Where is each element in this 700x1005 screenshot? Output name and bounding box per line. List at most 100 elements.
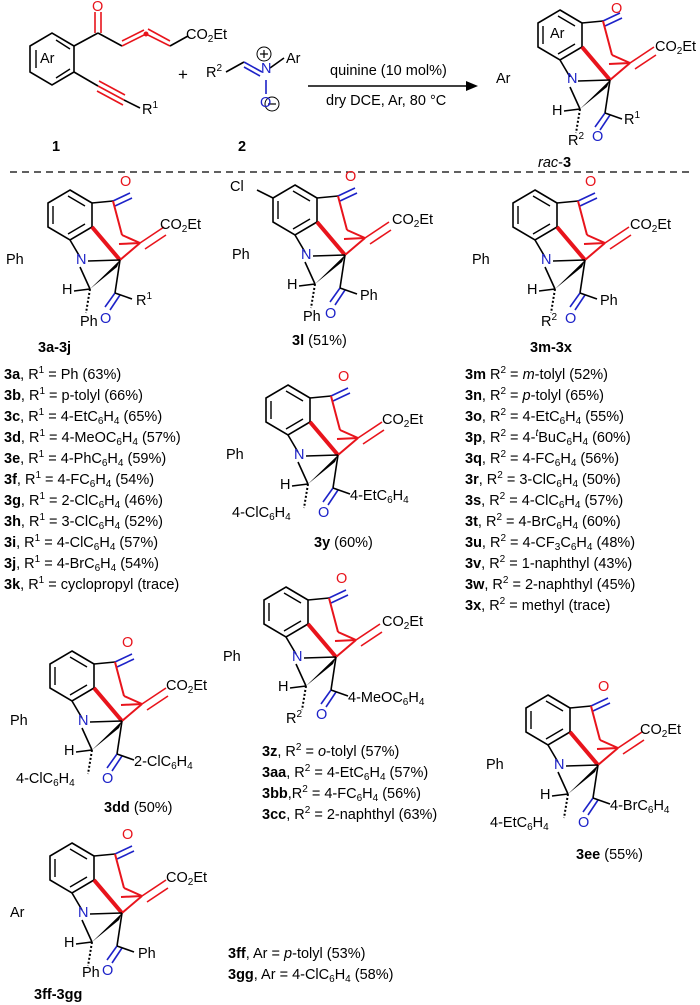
3m-3x-label: 3m-3x — [530, 340, 572, 356]
entry-3x: 3x, R2 = methyl (trace) — [465, 596, 611, 615]
reagent-2-label: 2 — [238, 139, 247, 155]
entry-3e: 3e, R1 = 4-PhC6H4 (59%) — [4, 449, 167, 469]
3z-acyl-o: O — [316, 707, 328, 723]
product-ar: Ar — [496, 71, 511, 87]
3ee-ester: CO2Et — [640, 722, 682, 740]
series-3ff-3gg-list: 3ff, Ar = p-tolyl (53%) 3gg, Ar = 4-ClC6… — [228, 944, 393, 986]
entry-3b: 3b, R1 = p-tolyl (66%) — [4, 386, 143, 405]
reagent-1-label: 1 — [52, 139, 61, 155]
entry-3ff: 3ff, Ar = p-tolyl (53%) — [228, 946, 366, 962]
entry-3cc: 3cc, R2 = 2-naphthyl (63%) — [262, 805, 438, 824]
entry-3t: 3t, R2 = 4-BrC6H4 (60%) — [465, 512, 621, 532]
entry-3v: 3v, R2 = 1-naphthyl (43%) — [465, 554, 633, 573]
entry-3w: 3w, R2 = 2-naphthyl (45%) — [465, 575, 636, 594]
entry-3j: 3j, R1 = 4-BrC6H4 (54%) — [4, 554, 159, 574]
3m-ph-n: Ph — [472, 252, 490, 268]
3y-acyl-o: O — [318, 505, 330, 521]
3ee-h: H — [540, 787, 551, 803]
3ff-h: H — [64, 935, 75, 951]
reaction-arrow — [308, 81, 478, 91]
3ee-oxo: O — [598, 679, 610, 695]
3m-ester: CO2Et — [630, 217, 672, 235]
product-ester: CO2Et — [655, 39, 697, 57]
3l-ph-n: Ph — [232, 247, 250, 263]
entry-3o: 3o, R2 = 4-EtC6H4 (55%) — [465, 407, 624, 427]
3ee-acyl-o: O — [578, 815, 590, 831]
3l-h: H — [287, 277, 298, 293]
3a-h: H — [62, 282, 73, 298]
entry-3k: 3k, R1 = cyclopropyl (trace) — [4, 575, 180, 594]
plus-sign: + — [178, 65, 188, 84]
entry-3r: 3r, R2 = 3-ClC6H4 (50%) — [465, 470, 621, 490]
entry-3c: 3c, R1 = 4-EtC6H4 (65%) — [4, 407, 163, 427]
entry-3f: 3f, R1 = 4-FC6H4 (54%) — [4, 470, 155, 490]
entry-3gg: 3gg, Ar = 4-ClC6H4 (58%) — [228, 967, 394, 985]
product-acyl-o: O — [592, 129, 604, 145]
conditions-catalyst: quinine (10 mol%) — [330, 63, 447, 79]
series-3a-3j-list: 3a, R1 = Ph (63%) 3b, R1 = p-tolyl (66%)… — [4, 365, 181, 596]
3dd-oxo: O — [122, 635, 134, 651]
entry-3i: 3i, R1 = 4-ClC6H4 (57%) — [4, 533, 159, 553]
3a-ph-n: Ph — [6, 252, 24, 268]
3z-acyl: 4-MeOC6H4 — [348, 690, 425, 708]
3l-oxo: O — [345, 169, 357, 185]
product-oxo: O — [611, 1, 623, 17]
reagent-2-o: O — [260, 95, 272, 111]
3dd-h: H — [64, 743, 75, 759]
3y-h: H — [280, 477, 291, 493]
3ee-ph-n: Ph — [486, 757, 504, 773]
product-h: H — [552, 103, 563, 119]
reagent-1-structure — [29, 12, 189, 109]
3y-acyl: 4-EtC6H4 — [350, 488, 409, 506]
reagent-2-r2: R2 — [206, 63, 223, 81]
3l-ester: CO2Et — [392, 212, 434, 230]
product-label: rac-3 — [538, 155, 572, 171]
entry-3a: 3a, R1 = Ph (63%) — [4, 365, 122, 384]
3ee-acyl: 4-BrC6H4 — [610, 798, 670, 816]
conditions-solvent: dry DCE, Ar, 80 °C — [326, 93, 447, 109]
3l-label: 3l (51%) — [292, 333, 347, 349]
3m-h: H — [527, 282, 538, 298]
3m-r2: R2 — [541, 312, 558, 330]
3a-3j-label: 3a-3j — [38, 340, 72, 356]
3a-ester: CO2Et — [160, 217, 202, 235]
3ff-acyl-ph: Ph — [138, 946, 156, 962]
3ee-n: N — [554, 757, 565, 773]
3l-acyl-ph: Ph — [360, 288, 378, 304]
entry-3g: 3g, R1 = 2-ClC6H4 (46%) — [4, 491, 163, 511]
3z-n: N — [292, 649, 303, 665]
3ee-aryl: 4-EtC6H4 — [490, 815, 549, 833]
3l-n: N — [301, 247, 312, 263]
3l-ph: Ph — [303, 309, 321, 325]
3dd-label: 3dd (50%) — [104, 800, 173, 816]
series-3m-3x-list: 3m R2 = m-tolyl (52%) 3n, R2 = p-tolyl (… — [465, 365, 635, 617]
3z-ester: CO2Et — [382, 614, 424, 632]
3z-oxo: O — [336, 571, 348, 587]
3y-aryl: 4-ClC6H4 — [232, 505, 291, 523]
3z-h: H — [278, 679, 289, 695]
3ee-label: 3ee (55%) — [576, 847, 643, 863]
reagent-1-ring-label: Ar — [40, 51, 55, 67]
3ff-oxo: O — [122, 827, 134, 843]
3ff-3gg-label: 3ff-3gg — [34, 987, 83, 1003]
entry-3h: 3h, R1 = 3-ClC6H4 (52%) — [4, 512, 163, 532]
product-r2: R2 — [568, 131, 585, 149]
series-3z-3cc-list: 3z, R2 = o-tolyl (57%) 3aa, R2 = 4-EtC6H… — [262, 742, 437, 826]
entry-3q: 3q, R2 = 4-FC6H4 (56%) — [465, 449, 620, 469]
3y-label: 3y (60%) — [314, 535, 373, 551]
3y-n: N — [294, 447, 305, 463]
entry-3n: 3n, R2 = p-tolyl (65%) — [465, 386, 604, 405]
3y-oxo: O — [338, 369, 350, 385]
3a-ph: Ph — [80, 314, 98, 330]
product-n: N — [567, 71, 578, 87]
3ff-acyl-o: O — [102, 963, 114, 979]
3z-ph-n: Ph — [223, 649, 241, 665]
3ff-ester: CO2Et — [166, 870, 208, 888]
entry-3d: 3d, R1 = 4-MeOC6H4 (57%) — [4, 428, 181, 448]
3a-r1: R1 — [136, 291, 153, 309]
3ff-ar: Ar — [10, 905, 25, 921]
entry-3bb: 3bb,R2 = 4-FC6H4 (56%) — [262, 784, 421, 804]
3ff-n: N — [78, 905, 89, 921]
3l-acyl-o: O — [325, 306, 337, 322]
